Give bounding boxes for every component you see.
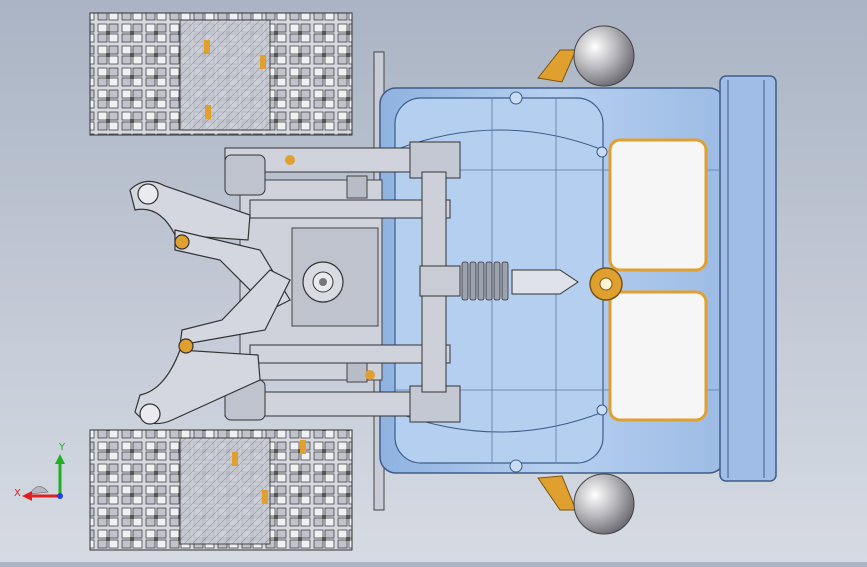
coordinate-triad: Y X [12,440,82,510]
spring-damper [419,261,623,301]
triad-axes [22,454,65,501]
swing-arm-lower [134,269,291,425]
x-axis-label: X [14,488,21,499]
track-upper-left [89,12,353,136]
headlight-top [537,25,635,87]
track-lower-left [89,429,353,551]
headlight-bottom [537,473,635,535]
blue-body [379,75,777,482]
z-axis-dot [57,493,63,499]
hydraulic-arm-upper [224,141,461,219]
y-axis-label: Y [59,442,66,453]
